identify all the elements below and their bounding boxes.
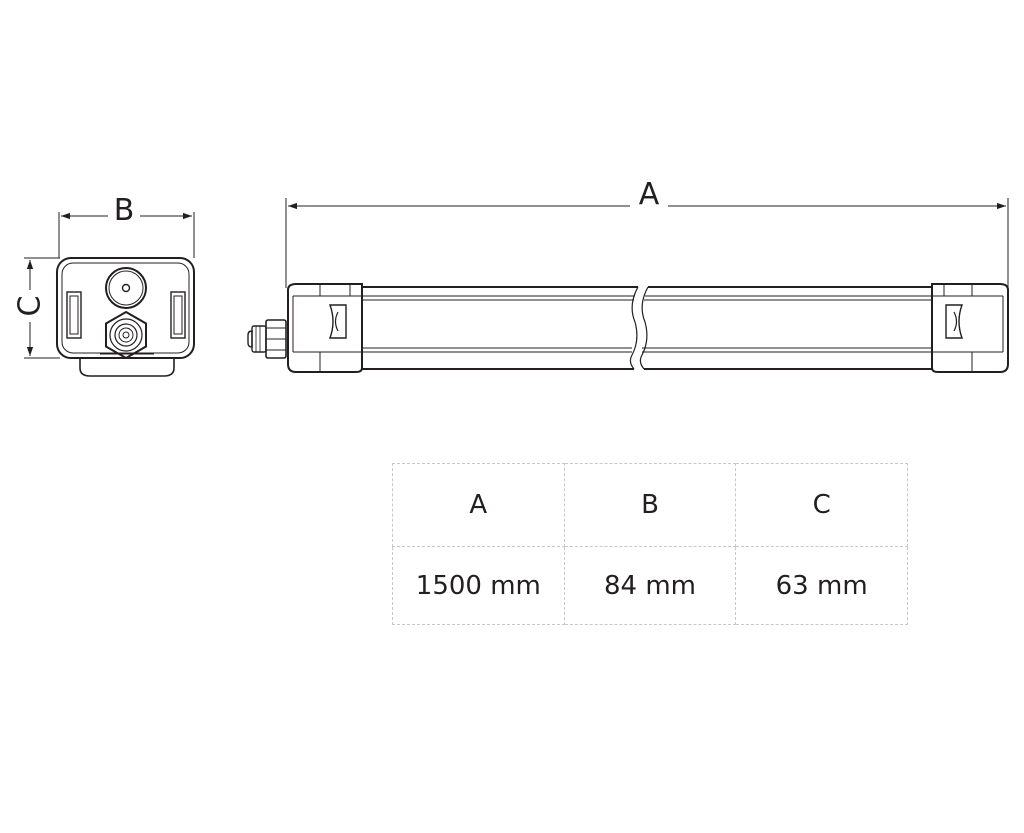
table-values-row: 1500 mm 84 mm 63 mm — [392, 546, 908, 625]
end-view: B C — [13, 193, 195, 377]
dimension-c: C — [13, 257, 60, 359]
end-cap-right — [931, 283, 1009, 373]
dimension-label-c: C — [13, 296, 48, 317]
table-value-c: 63 mm — [735, 546, 908, 625]
end-cap-left — [287, 283, 363, 373]
side-view: A — [247, 170, 1009, 373]
tube-body — [362, 286, 932, 370]
table-value-b: 84 mm — [563, 546, 737, 625]
table-header-row: A B C — [392, 463, 908, 547]
dimension-label-a: A — [639, 177, 660, 212]
cable-gland-side — [247, 319, 287, 359]
technical-drawing: B C — [12, 170, 1009, 377]
cable-gland-hex — [105, 310, 147, 360]
dimension-label-b: B — [114, 193, 135, 228]
table-header-b: B — [563, 463, 737, 547]
dimension-b: B — [58, 193, 195, 258]
dimensions-table: A B C 1500 mm 84 mm 63 mm — [392, 463, 908, 625]
table-header-a: A — [392, 463, 565, 547]
table-header-c: C — [735, 463, 908, 547]
table-value-a: 1500 mm — [392, 546, 565, 625]
dimension-a: A — [285, 170, 1009, 288]
end-cap-top-circle — [105, 267, 147, 309]
